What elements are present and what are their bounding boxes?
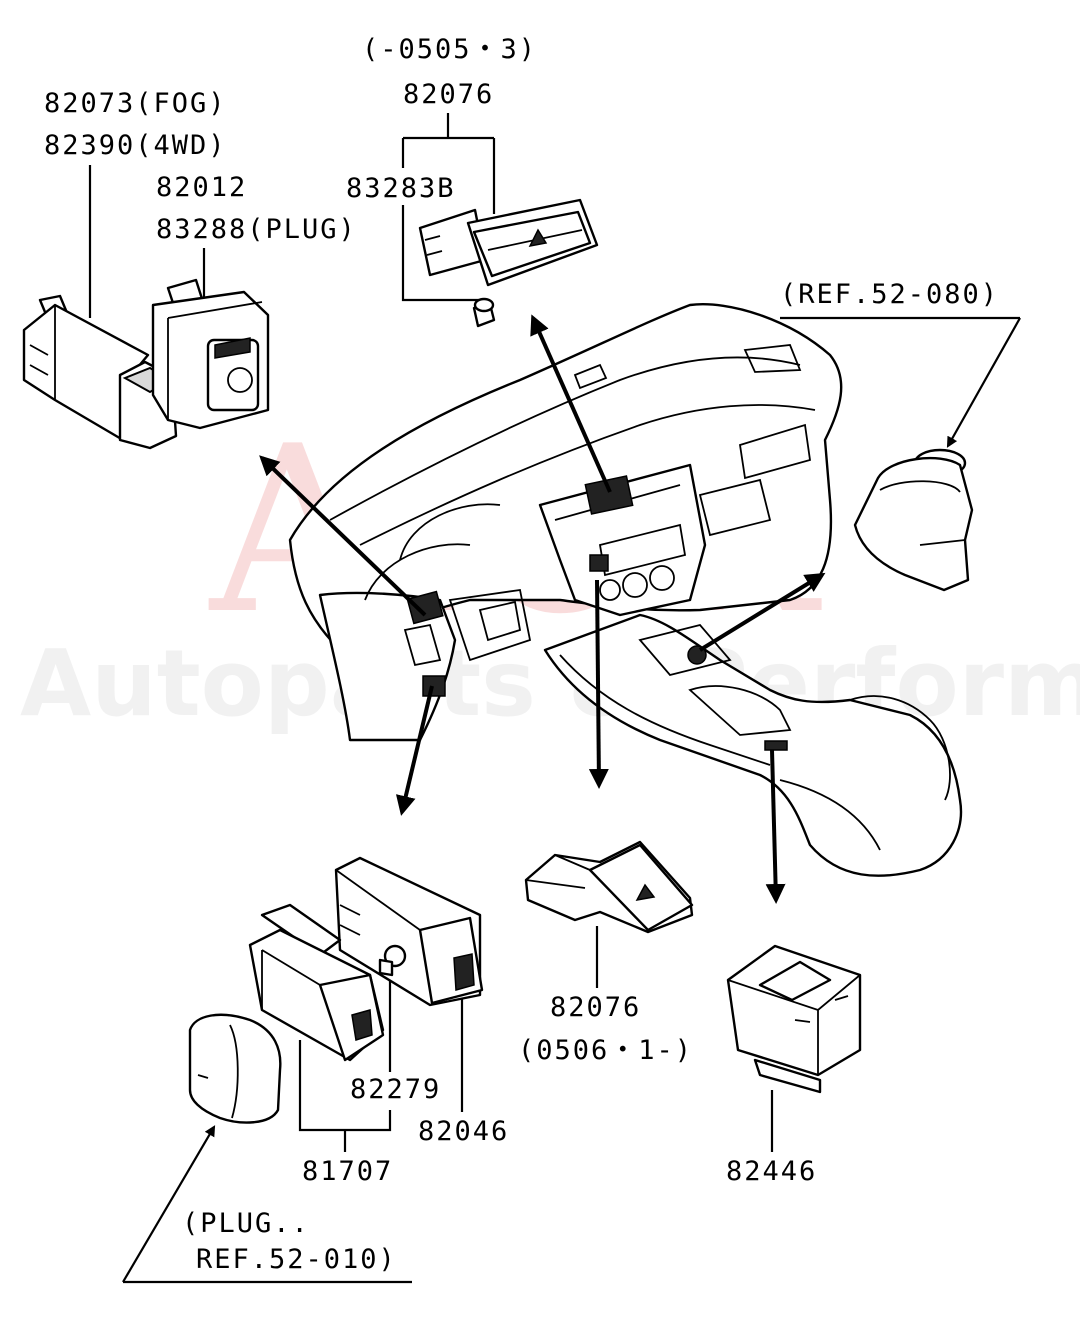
label-plug: 83288(PLUG) [156, 214, 357, 245]
part-labels: (-0505・3) 82076 83283B 82073(FOG) 82390(… [44, 34, 999, 1275]
label-top-range: (-0505・3) [362, 34, 537, 65]
leader-lines [88, 113, 1021, 1284]
label-4wd: 82390(4WD) [44, 130, 227, 161]
label-82012: 82012 [156, 172, 247, 203]
label-fog: 82073(FOG) [44, 88, 227, 119]
switch-81707 [248, 903, 385, 1062]
hazard-switch-early [418, 198, 599, 287]
label-81707: 81707 [302, 1156, 393, 1187]
label-82446: 82446 [726, 1156, 817, 1187]
label-plug-ref-1: (PLUG.. [182, 1208, 310, 1239]
label-top-part: 82076 [403, 79, 494, 110]
label-hazard-range: (0506・1-) [518, 1035, 693, 1066]
dashboard-drawing [288, 303, 963, 877]
hazard-switch-late [524, 840, 694, 934]
label-plug-ref-2: REF.52-010) [196, 1244, 397, 1275]
plug-switch [151, 278, 270, 430]
clock-switch [853, 448, 974, 592]
label-hazard-part: 82076 [550, 992, 641, 1023]
label-bulb-part: 83283B [346, 173, 456, 204]
label-ref-52-080: (REF.52-080) [780, 279, 999, 310]
pointer-arrows [259, 314, 826, 904]
switch-82046 [334, 856, 484, 1007]
bulb-82279 [378, 944, 407, 977]
plug-cap [188, 1013, 282, 1124]
center-console [543, 613, 963, 877]
window-switch [726, 944, 862, 1094]
bulb [472, 297, 496, 328]
label-82279: 82279 [350, 1074, 441, 1105]
label-82046: 82046 [418, 1116, 509, 1147]
